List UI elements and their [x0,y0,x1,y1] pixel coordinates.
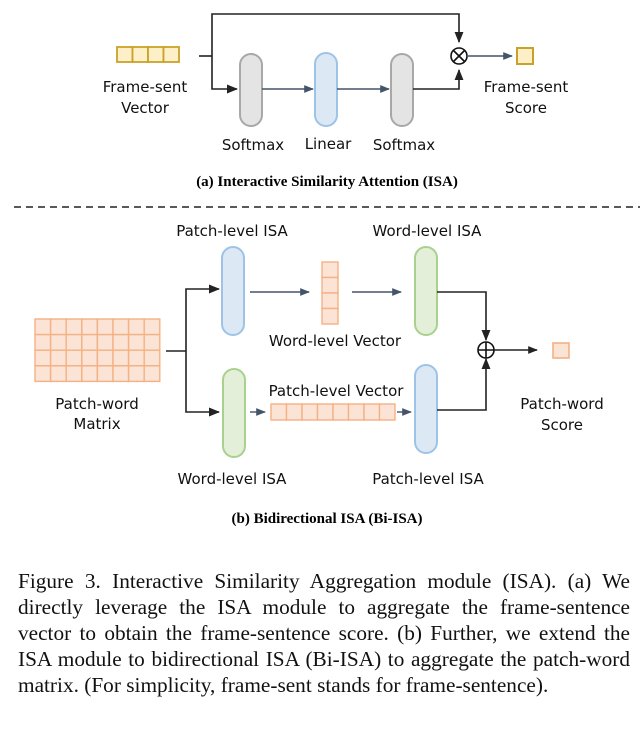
patch-level-vector [270,403,396,421]
panel-b-subtitle: (b) Bidirectional ISA (Bi-ISA) [232,511,423,527]
matrix-cell [65,365,83,383]
matrix-cell [34,318,52,336]
frame-sent-vector-label-1: Frame-sent [103,78,188,96]
matrix-cell [127,365,145,383]
skip-connection-arrow [211,13,464,56]
vector-cell [378,403,396,421]
frame-sent-score-label-2: Score [505,99,547,117]
top-patch-level-isa-label: Patch-level ISA [176,222,288,240]
word-level-vector-label: Word-level Vector [269,332,402,350]
patch-word-matrix-label-1: Patch-word [55,395,138,413]
vector-cell [131,46,149,63]
matrix-cell [49,349,67,367]
word-level-vector [321,261,339,325]
top-word-level-isa-block [414,246,438,336]
matrix-cell [49,318,67,336]
linear-block [314,52,338,127]
patch-word-score-cell [552,342,570,359]
patch-word-matrix [34,318,161,383]
matrix-cell [49,365,67,383]
frame-sent-vector [116,46,180,63]
figure-caption: Figure 3. Interactive Similarity Aggrega… [18,569,630,697]
arrow-to-multiply [413,68,464,90]
frame-sent-score-cell [516,47,534,65]
arrow-to-bottom-branch [185,351,221,417]
panel-a-subtitle: (a) Interactive Similarity Attention (IS… [196,174,458,190]
softmax-label-2: Softmax [373,136,435,154]
matrix-cell [34,333,52,351]
vector-cell [147,46,165,63]
isa-diagram: Frame-sent Vector Frame-sent Score Softm… [14,13,640,527]
vector-cell [321,261,339,279]
matrix-cell [143,318,161,336]
matrix-cell [96,318,114,336]
linear-label: Linear [305,135,352,153]
matrix-cell [96,349,114,367]
vector-cell [316,403,334,421]
top-word-level-isa-label: Word-level ISA [373,222,483,240]
matrix-cell [112,318,130,336]
matrix-cell [96,365,114,383]
vector-cell [347,403,365,421]
vector-cell [332,403,350,421]
matrix-cell [65,318,83,336]
matrix-cell [143,365,161,383]
vector-cell [363,403,381,421]
add-operator-icon [477,341,495,359]
frame-sent-score-label-1: Frame-sent [484,78,569,96]
softmax-label-1: Softmax [222,136,284,154]
matrix-cell [65,349,83,367]
matrix-cell [127,349,145,367]
bottom-patch-level-isa-block [414,364,438,454]
matrix-cell [112,349,130,367]
softmax-block-1 [239,53,263,127]
matrix-cell [34,349,52,367]
matrix-cell [143,333,161,351]
vector-cell [285,403,303,421]
arrow-to-top-branch [185,284,221,351]
bottom-patch-level-isa-label: Patch-level ISA [372,470,484,488]
matrix-cell [65,333,83,351]
panel-a: Frame-sent Vector Frame-sent Score Softm… [103,13,569,190]
vector-cell [321,276,339,294]
bottom-word-level-isa-label: Word-level ISA [178,470,288,488]
arrow-to-add-from-bottom [437,357,491,411]
matrix-cell [112,365,130,383]
softmax-block-2 [390,53,414,127]
patch-word-score-label-2: Score [541,416,583,434]
matrix-cell [96,333,114,351]
vector-cell [270,403,288,421]
vector-cell [321,307,339,325]
matrix-cell [81,318,99,336]
vector-cell [321,292,339,310]
panel-b: Patch-word Matrix Patch-level ISA Word-l… [34,222,604,527]
matrix-cell [127,318,145,336]
arrow-to-softmax-1 [211,56,239,94]
arrow-to-add-from-top [437,291,491,342]
vector-cell [116,46,134,63]
patch-word-matrix-label-2: Matrix [73,415,120,433]
frame-sent-vector-label-2: Vector [121,99,170,117]
bottom-word-level-isa-block [222,368,246,458]
patch-word-score-label-1: Patch-word [520,395,603,413]
matrix-cell [112,333,130,351]
top-patch-level-isa-block [221,246,245,336]
matrix-cell [34,365,52,383]
matrix-cell [127,333,145,351]
multiply-operator-icon [450,47,468,65]
matrix-cell [81,365,99,383]
matrix-cell [49,333,67,351]
matrix-cell [143,349,161,367]
patch-level-vector-label: Patch-level Vector [269,382,405,400]
matrix-cell [81,333,99,351]
vector-cell [162,46,180,63]
vector-cell [301,403,319,421]
matrix-cell [81,349,99,367]
